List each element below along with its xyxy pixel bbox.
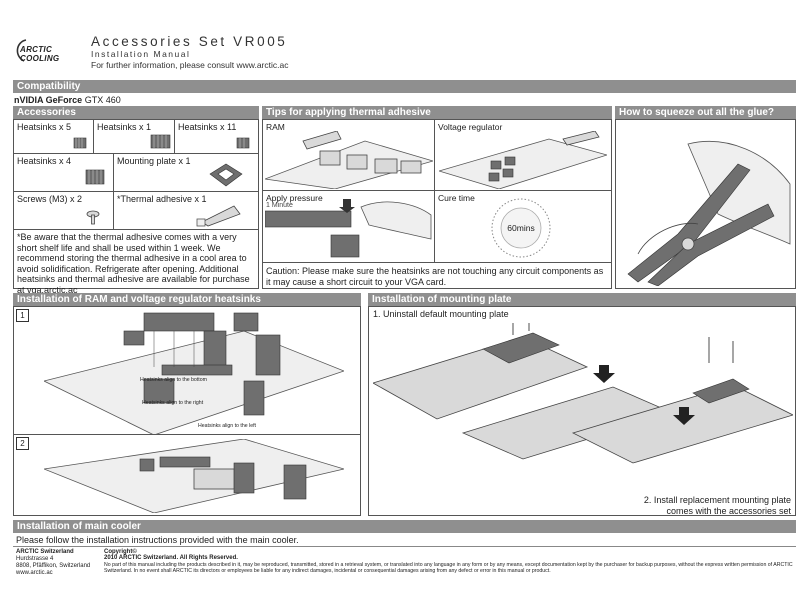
tip-apply-pressure: Apply pressure 1 Minute: [263, 191, 435, 263]
footer-company-block: ARCTIC Switzerland Hurdstrasse 4 8808, P…: [16, 549, 90, 577]
compatibility-heading: Compatibility: [13, 80, 796, 93]
gpu-board-installed-illustration: [44, 439, 344, 513]
press-heatsink-illustration: [265, 199, 432, 258]
footer-legal-block: Copyright© 2010 ARCTIC Switzerland. All …: [104, 549, 796, 574]
accessory-item: Heatsinks x 11: [175, 120, 258, 154]
tip-cure-time: Cure time 60mins: [435, 191, 611, 263]
note-align-right: Heatsinks align to the right: [142, 400, 204, 406]
accessory-item: *Thermal adhesive x 1: [114, 192, 258, 230]
heatsink-icon: [150, 134, 171, 149]
tips-heading: Tips for applying thermal adhesive: [262, 106, 612, 119]
footer-legal-text: No part of this manual including the pro…: [104, 561, 793, 574]
footer-web: www.arctic.ac: [16, 570, 53, 576]
accessory-item: Mounting plate x 1: [114, 154, 258, 192]
accessories-heading: Accessories: [13, 106, 259, 119]
doc-subtitle: Installation Manual: [91, 49, 191, 59]
mounting-step2: 2. Install replacement mounting plate co…: [643, 495, 791, 516]
squeeze-panel: [615, 119, 796, 289]
timer-icon: [491, 198, 551, 258]
accessories-note: *Be aware that the thermal adhesive come…: [17, 232, 250, 295]
footer-company: ARCTIC Switzerland: [16, 549, 74, 555]
heatsink-icon: [85, 169, 105, 185]
mounting-plate-icon: [209, 163, 243, 187]
tip-voltage-regulator: Voltage regulator: [435, 120, 611, 191]
accessory-item: Heatsinks x 5: [14, 120, 94, 154]
tips-panel: RAM Voltage regulator Apply pressure 1 M…: [262, 119, 612, 289]
accessory-item: Heatsinks x 4: [14, 154, 114, 192]
brand-logo: ARCTIC COOLING: [12, 36, 80, 66]
adhesive-tube-icon: [196, 205, 241, 227]
heatsink-icon: [73, 137, 87, 149]
cooler-mounting-illustration: [373, 323, 793, 464]
compatibility-model: GTX 460: [84, 95, 121, 105]
screw-icon: [86, 210, 100, 225]
tips-caution: Caution: Please make sure the heatsinks …: [266, 266, 604, 287]
voltage-regulator-illustration: [439, 131, 607, 189]
ram-board-illustration: [265, 131, 433, 189]
footer-copyright-label: Copyright©: [104, 549, 137, 555]
compatibility-brand: nVIDIA GeForce: [14, 95, 83, 105]
footer-address2: 8808, Pfäffikon, Switzerland: [16, 563, 91, 569]
arctic-logo-icon: [16, 39, 27, 62]
step-number: 2: [16, 437, 29, 450]
accessory-item: Screws (M3) x 2: [14, 192, 114, 230]
doc-info: For further information, please consult …: [91, 60, 289, 70]
tip-ram: RAM: [263, 120, 435, 191]
mounting-step1: 1. Uninstall default mounting plate: [373, 309, 509, 319]
main-cooler-heading: Installation of main cooler: [13, 520, 796, 533]
accessories-panel: Heatsinks x 5 Heatsinks x 1 Heatsinks x …: [13, 119, 259, 295]
gpu-board-heatsinks-illustration: [44, 312, 344, 435]
ram-install-heading: Installation of RAM and voltage regulato…: [13, 293, 361, 306]
ram-install-panel: 1 Heatsinks align to the bottom Heatsink…: [13, 306, 361, 516]
compatibility-line: nVIDIA GeForce GTX 460: [14, 95, 121, 105]
note-align-left: Heatsinks align to the left: [198, 423, 256, 429]
doc-title: Accessories Set VR005: [91, 34, 288, 49]
mounting-panel: 1. Uninstall default mounting plate 2. I…: [368, 306, 796, 516]
squeeze-heading: How to squeeze out all the glue?: [615, 106, 796, 119]
mounting-heading: Installation of mounting plate: [368, 293, 796, 306]
footer-copyright-line: 2010 ARCTIC Switzerland. All Rights Rese…: [104, 555, 238, 562]
main-cooler-text: Please follow the installation instructi…: [16, 535, 299, 545]
footer-divider: [13, 546, 796, 547]
note-align-bottom: Heatsinks align to the bottom: [140, 377, 207, 383]
cure-time-value: 60mins: [507, 223, 535, 233]
accessory-item: Heatsinks x 1: [94, 120, 175, 154]
logo-text: ARCTIC COOLING: [20, 45, 60, 63]
step-divider: [14, 434, 360, 435]
step-number: 1: [16, 309, 29, 322]
heatsink-icon: [236, 137, 250, 149]
footer-address1: Hurdstrasse 4: [16, 556, 54, 562]
pliers-illustration: [627, 141, 791, 286]
